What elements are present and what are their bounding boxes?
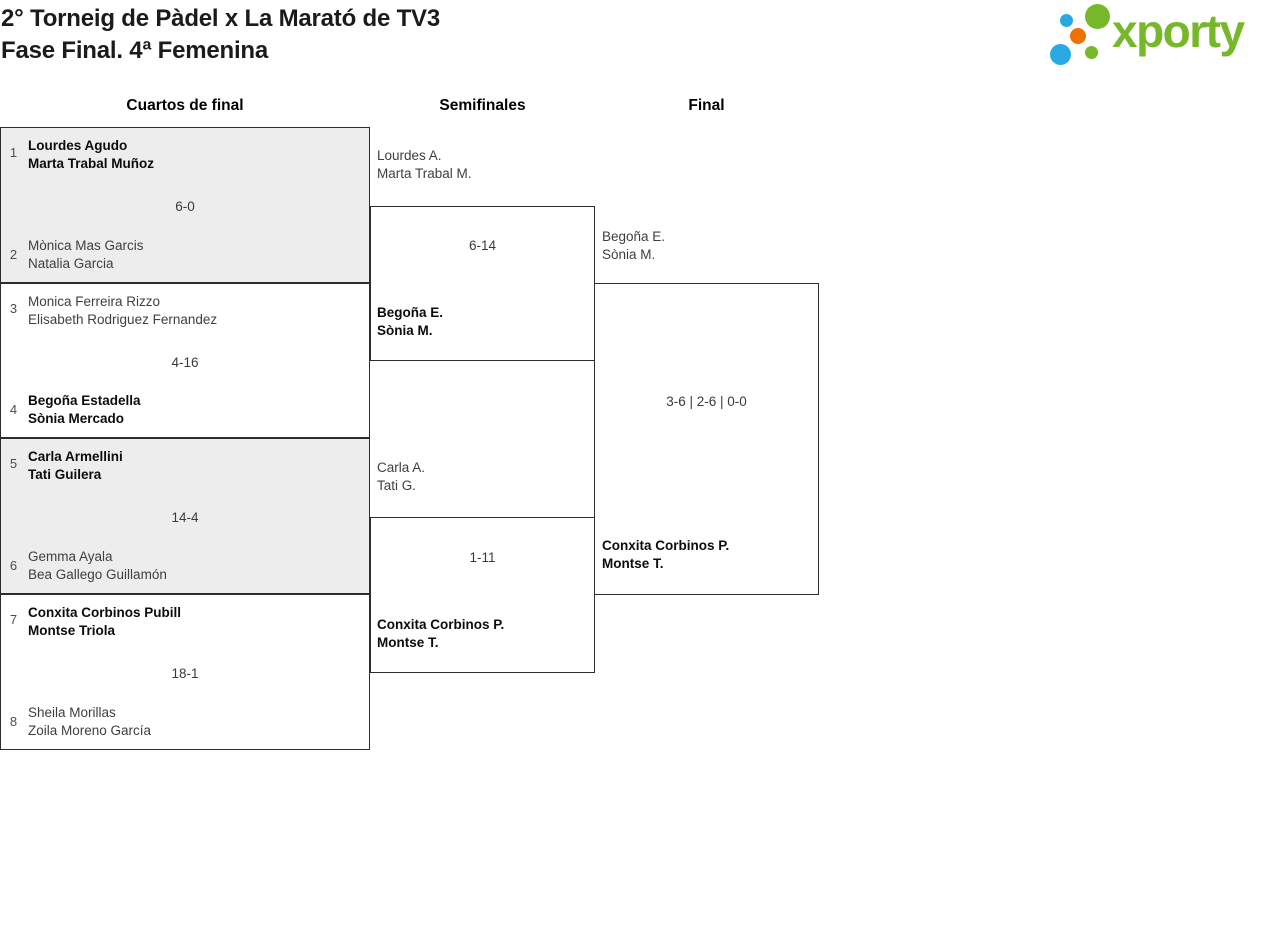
player-name: Elisabeth Rodriguez Fernandez [28,312,218,327]
seed-number: 6 [9,558,18,573]
team-name: Lourdes Agudo Marta Trabal Muñoz [28,137,154,173]
column-header-quarterfinals: Cuartos de final [126,97,244,114]
match-final [594,283,819,595]
team-name: Conxita Corbinos P. Montse T. [377,616,504,652]
match-quarterfinal-4: 7 Conxita Corbinos Pubill Montse Triola … [0,594,370,750]
match-score: 18-1 [171,666,199,681]
seed-number: 4 [9,402,18,417]
team-name: Lourdes A. Marta Trabal M. [377,147,472,183]
logo-dot-icon [1070,28,1086,44]
player-name: Tati G. [377,478,417,493]
xporty-logo[interactable]: xporty [1048,0,1280,82]
team-name: Monica Ferreira Rizzo Elisabeth Rodrigue… [28,293,217,329]
team-name: Carla A. Tati G. [377,459,425,495]
column-header-semifinals: Semifinales [439,97,526,114]
team-name: Carla Armellini Tati Guilera [28,448,123,484]
logo-dot-icon [1085,4,1110,29]
match-score: 14-4 [171,510,199,525]
player-name: Begoña E. [377,305,444,320]
player-name: Carla A. [377,460,426,475]
seed-number: 5 [9,456,18,471]
phase-subtitle: Fase Final. 4ª Femenina [1,37,269,64]
player-name: Sònia Mercado [28,411,125,426]
player-name: Sheila Morillas [28,705,116,720]
logo-wordmark: xporty [1112,5,1245,57]
player-name: Conxita Corbinos Pubill [28,605,182,620]
player-name: Begoña Estadella [28,393,141,408]
player-name: Montse T. [602,556,664,571]
player-name: Zoila Moreno García [28,723,152,738]
match-score: 6-14 [468,238,497,253]
logo-dot-icon [1085,46,1098,59]
player-name: Montse Triola [28,623,116,638]
match-quarterfinal-1: 1 Lourdes Agudo Marta Trabal Muñoz 6-0 2… [0,127,370,283]
match-semifinal-2 [370,517,595,673]
team-name: Begoña E. Sònia M. [602,228,665,264]
player-name: Sònia M. [377,323,433,338]
team-name: Mònica Mas Garcis Natalia Garcia [28,237,144,273]
team-name: Gemma Ayala Bea Gallego Guillamón [28,548,167,584]
team-name: Begoña Estadella Sònia Mercado [28,392,141,428]
team-name: Conxita Corbinos P. Montse T. [602,537,729,573]
player-name: Monica Ferreira Rizzo [28,294,161,309]
player-name: Montse T. [377,635,439,650]
match-score: 3-6 | 2-6 | 0-0 [666,394,747,409]
page-title: 2° Torneig de Pàdel x La Marató de TV3 F… [1,3,440,67]
player-name: Mònica Mas Garcis [28,238,144,253]
player-name: Lourdes A. [377,148,442,163]
match-semifinal-1 [370,206,595,361]
match-score: 4-16 [171,355,199,370]
team-name: Conxita Corbinos Pubill Montse Triola [28,604,181,640]
player-name: Tati Guilera [28,467,102,482]
seed-number: 8 [9,714,18,729]
tournament-title: 2° Torneig de Pàdel x La Marató de TV3 [1,5,441,32]
seed-number: 1 [9,145,18,160]
player-name: Marta Trabal M. [377,166,472,181]
player-name: Conxita Corbinos P. [377,617,505,632]
logo-dot-icon [1060,14,1073,27]
match-quarterfinal-3: 5 Carla Armellini Tati Guilera 14-4 6 Ge… [0,438,370,594]
player-name: Carla Armellini [28,449,123,464]
seed-number: 3 [9,301,18,316]
match-quarterfinal-2: 3 Monica Ferreira Rizzo Elisabeth Rodrig… [0,283,370,438]
team-name: Sheila Morillas Zoila Moreno García [28,704,151,740]
player-name: Natalia Garcia [28,256,114,271]
player-name: Lourdes Agudo [28,138,128,153]
seed-number: 7 [9,612,18,627]
column-header-final: Final [688,97,725,114]
match-score: 1-11 [469,550,496,565]
player-name: Marta Trabal Muñoz [28,156,155,171]
player-name: Sònia M. [602,247,656,262]
player-name: Begoña E. [602,229,666,244]
player-name: Bea Gallego Guillamón [28,567,167,582]
team-name: Begoña E. Sònia M. [377,304,443,340]
player-name: Gemma Ayala [28,549,113,564]
seed-number: 2 [9,247,18,262]
logo-dot-icon [1050,44,1071,65]
match-score: 6-0 [175,199,195,214]
player-name: Conxita Corbinos P. [602,538,730,553]
